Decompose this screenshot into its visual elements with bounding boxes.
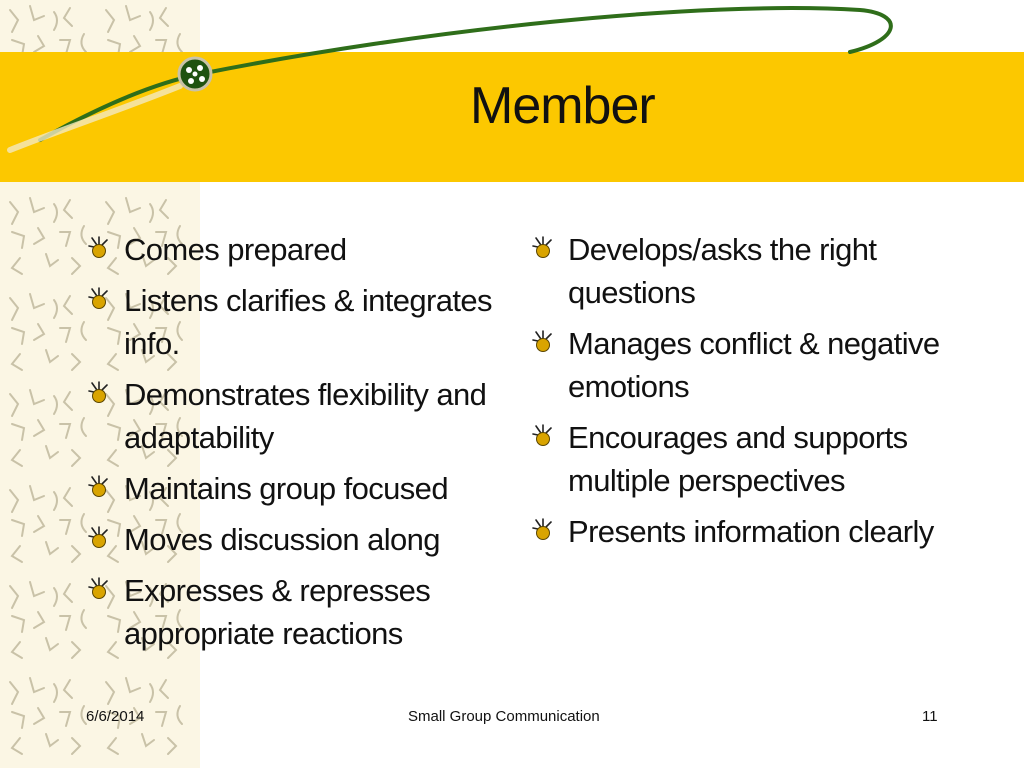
bullet-text: Moves discussion along xyxy=(124,522,441,557)
right-bullet-list: Develops/asks the right questions Manage… xyxy=(530,228,950,561)
flower-bullet-icon xyxy=(88,526,108,548)
flower-bullet-icon xyxy=(88,475,108,497)
footer-page-number: 11 xyxy=(922,708,938,725)
slide-title: Member xyxy=(470,77,656,135)
left-bullet-list: Comes prepared Listens clarifies & integ… xyxy=(86,228,506,663)
flower-bullet-icon xyxy=(532,330,552,352)
bullet-text: Presents information clearly xyxy=(568,514,934,549)
bullet-text: Demonstrates flexibility and adaptabilit… xyxy=(124,377,487,455)
list-item: Develops/asks the right questions xyxy=(530,228,950,314)
list-item: Encourages and supports multiple perspec… xyxy=(530,416,950,502)
list-item: Listens clarifies & integrates info. xyxy=(86,279,506,365)
flower-bullet-icon xyxy=(532,236,552,258)
bullet-text: Comes prepared xyxy=(124,232,347,267)
list-item: Moves discussion along xyxy=(86,518,506,561)
list-item: Expresses & represses appropriate reacti… xyxy=(86,569,506,655)
bullet-text: Manages conflict & negative emotions xyxy=(568,326,940,404)
list-item: Presents information clearly xyxy=(530,510,950,553)
bullet-text: Listens clarifies & integrates info. xyxy=(124,283,493,361)
flower-bullet-icon xyxy=(88,287,108,309)
footer-title: Small Group Communication xyxy=(408,708,600,725)
list-item: Comes prepared xyxy=(86,228,506,271)
flower-bullet-icon xyxy=(532,518,552,540)
list-item: Demonstrates flexibility and adaptabilit… xyxy=(86,373,506,459)
flower-bullet-icon xyxy=(88,577,108,599)
bullet-text: Maintains group focused xyxy=(124,471,449,506)
list-item: Manages conflict & negative emotions xyxy=(530,322,950,408)
bullet-text: Expresses & represses appropriate reacti… xyxy=(124,573,431,651)
bullet-text: Encourages and supports multiple perspec… xyxy=(568,420,908,498)
list-item: Maintains group focused xyxy=(86,467,506,510)
flower-bullet-icon xyxy=(88,381,108,403)
footer-date: 6/6/2014 xyxy=(86,708,145,725)
flower-bullet-icon xyxy=(532,424,552,446)
bullet-text: Develops/asks the right questions xyxy=(568,232,877,310)
flower-bullet-icon xyxy=(88,236,108,258)
